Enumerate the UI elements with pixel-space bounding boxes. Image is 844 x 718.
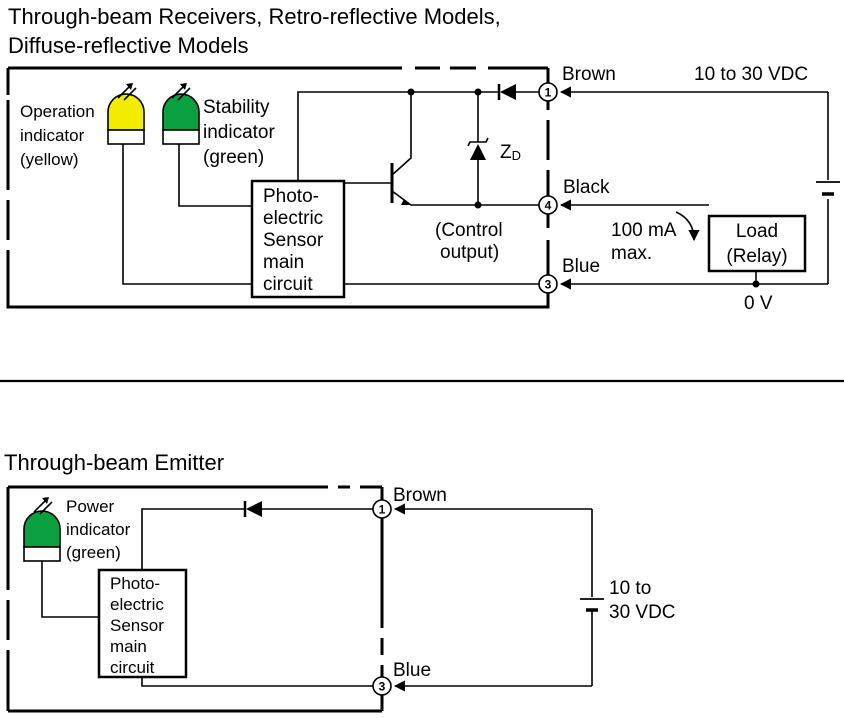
wire-black-label: Black: [563, 177, 610, 198]
power-indicator-label-3: (green): [66, 543, 121, 562]
svg-text:1: 1: [379, 503, 386, 517]
receiver-main-circuit-label-1: Photo-: [263, 186, 319, 207]
svg-text:4: 4: [545, 199, 552, 213]
control-output-label-1: (Control: [435, 220, 503, 241]
current-label-2: max.: [611, 243, 652, 264]
stability-indicator-label-2: indicator: [203, 122, 275, 143]
emitter-pin-1: 1: [372, 499, 392, 519]
svg-text:3: 3: [379, 680, 386, 694]
receiver-enclosure: [5, 66, 551, 309]
emitter-wiring: [41, 501, 373, 687]
control-output-label-2: output): [440, 242, 499, 263]
receiver-pin-3: 3: [538, 274, 558, 294]
emitter-wire-brown-label: Brown: [393, 485, 447, 506]
power-indicator-led-icon: [23, 497, 61, 562]
supply-voltage-label: 10 to 30 VDC: [694, 64, 808, 85]
receiver-battery-icon: [816, 181, 840, 196]
receiver-main-circuit-label-4: main: [263, 252, 304, 273]
power-indicator-label-1: Power: [66, 497, 115, 516]
receiver-external-wiring: [559, 86, 829, 290]
emitter-main-circuit-label-5: circuit: [110, 658, 155, 677]
emitter-external-wiring: [393, 503, 593, 692]
operation-indicator-label-3: (yellow): [20, 150, 79, 169]
svg-text:3: 3: [545, 278, 552, 292]
zener-label: ZD: [500, 142, 521, 163]
wire-blue-label: Blue: [562, 256, 600, 277]
operation-indicator-led-icon: [107, 83, 145, 145]
current-label-1: 100 mA: [611, 220, 677, 241]
emitter-wire-blue-label: Blue: [393, 660, 431, 681]
stability-indicator-label-1: Stability: [203, 97, 270, 118]
receiver-title-line2: Diffuse-reflective Models: [8, 33, 248, 58]
load-label-2: (Relay): [726, 246, 787, 267]
emitter-main-circuit-label-4: main: [110, 637, 147, 656]
stability-indicator-led-icon: [162, 83, 200, 145]
operation-indicator-label-2: indicator: [20, 126, 85, 145]
load-label-1: Load: [736, 221, 778, 242]
load-relay-box: [707, 214, 807, 273]
emitter-main-circuit-label-1: Photo-: [110, 574, 160, 593]
receiver-main-circuit-label-5: circuit: [263, 274, 313, 295]
receiver-wiring: [122, 84, 540, 285]
receiver-pin-1: 1: [538, 82, 558, 102]
ground-label: 0 V: [744, 293, 773, 314]
power-indicator-label-2: indicator: [66, 520, 131, 539]
receiver-pin-4: 4: [538, 195, 558, 215]
emitter-title: Through-beam Emitter: [4, 450, 224, 475]
emitter-supply-label-1: 10 to: [609, 578, 651, 599]
emitter-main-circuit-label-3: Sensor: [110, 616, 164, 635]
svg-text:1: 1: [545, 86, 552, 100]
operation-indicator-label-1: Operation: [20, 102, 95, 121]
receiver-main-circuit-label-3: Sensor: [263, 230, 324, 251]
emitter-pin-3: 3: [372, 676, 392, 696]
stability-indicator-label-3: (green): [203, 147, 264, 168]
emitter-supply-label-2: 30 VDC: [609, 602, 676, 623]
wire-brown-label: Brown: [562, 64, 616, 85]
receiver-title-line1: Through-beam Receivers, Retro-reflective…: [8, 4, 501, 29]
receiver-main-circuit-label-2: electric: [263, 208, 323, 229]
emitter-enclosure: [5, 484, 385, 713]
emitter-main-circuit-label-2: electric: [110, 595, 164, 614]
emitter-battery-icon: [580, 598, 604, 612]
